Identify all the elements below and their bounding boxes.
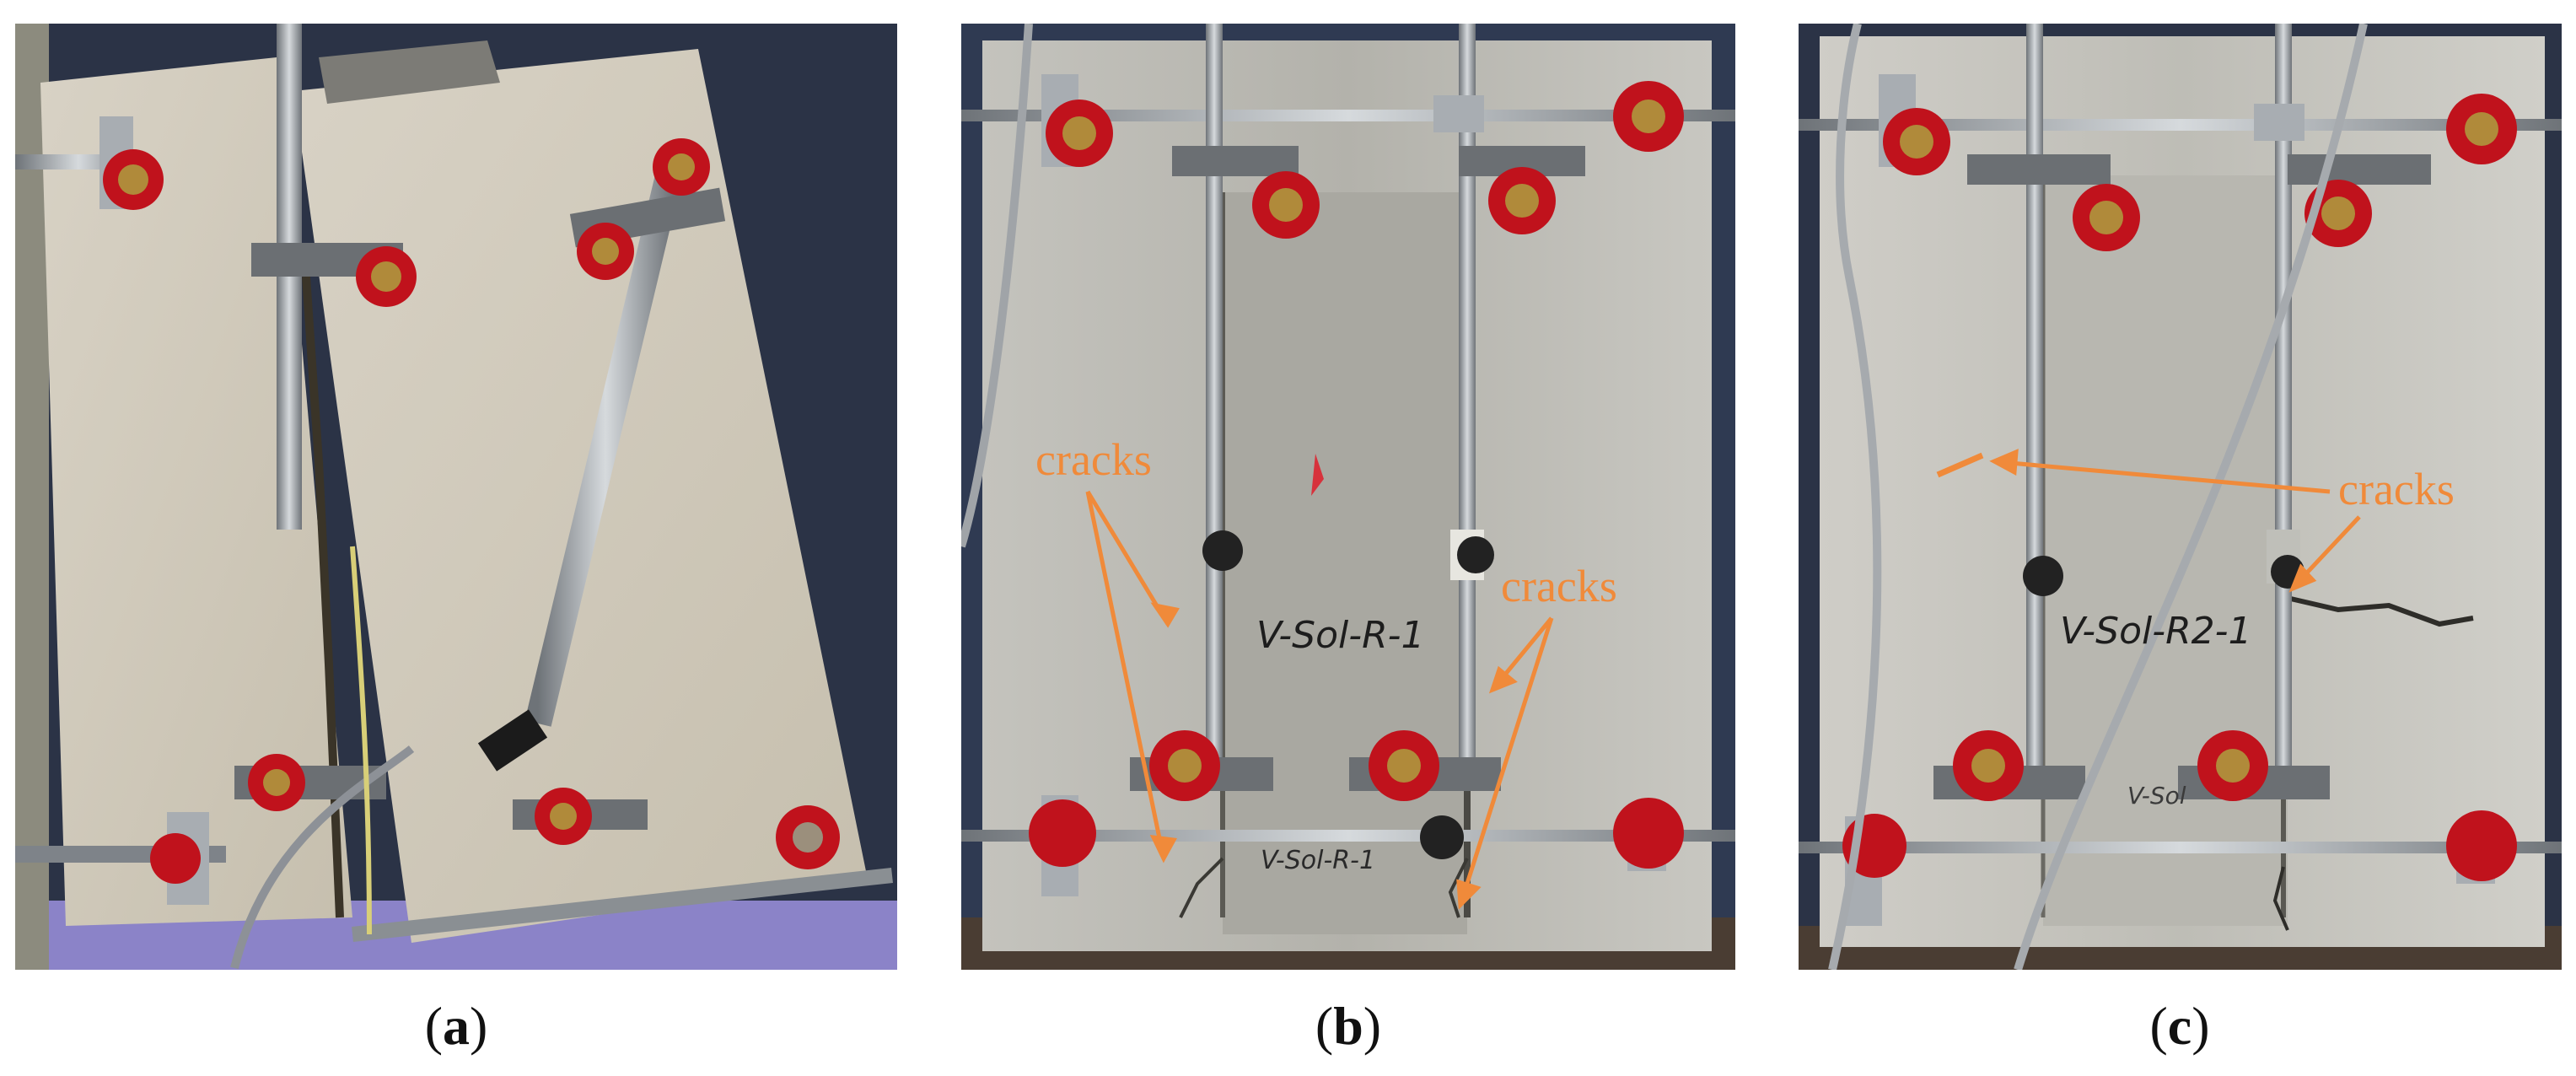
photo-b-svg: V-Sol-R-1 V-Sol-R-1 cracks cracks bbox=[961, 24, 1735, 970]
red-seals bbox=[1029, 81, 1684, 869]
rod-top bbox=[961, 110, 1735, 121]
diagonal-rod bbox=[524, 155, 686, 727]
crack bbox=[1448, 858, 1469, 918]
crack bbox=[1179, 857, 1224, 918]
rod-vertical bbox=[1206, 24, 1223, 766]
cable bbox=[961, 24, 1033, 548]
annotation-cracks: cracks bbox=[2338, 464, 2455, 514]
rod-vertical bbox=[2026, 24, 2043, 766]
annotation-arrows bbox=[1085, 490, 1554, 910]
specimen-label-lower: V-Sol bbox=[2127, 782, 2186, 810]
red-seals bbox=[1842, 94, 2517, 881]
rod-bottom bbox=[1799, 842, 2562, 853]
photo-c-svg: V-Sol-R2-1 V-Sol cracks bbox=[1799, 24, 2562, 970]
bracket bbox=[2288, 154, 2431, 185]
caption-a: (a) bbox=[424, 996, 488, 1056]
specimen-label-lower: V-Sol-R-1 bbox=[1261, 846, 1375, 875]
caption-c: (c) bbox=[2149, 996, 2210, 1056]
clamp bbox=[1433, 95, 1484, 132]
clamp bbox=[2254, 104, 2304, 141]
specimen-label: V-Sol-R2-1 bbox=[2060, 610, 2252, 653]
bracket bbox=[1172, 146, 1299, 176]
sensor-plug bbox=[477, 709, 548, 772]
annotation-arrows bbox=[1989, 449, 2361, 593]
cable bbox=[1828, 24, 1882, 970]
caption-letter: c bbox=[2167, 996, 2192, 1056]
caption-letter: b bbox=[1333, 996, 1363, 1056]
red-seals bbox=[103, 138, 840, 884]
caption-letter: a bbox=[443, 996, 470, 1056]
rod-top bbox=[1799, 119, 2562, 131]
specimen-label: V-Sol-R-1 bbox=[1256, 614, 1425, 657]
annotation-cracks: cracks bbox=[1501, 561, 1617, 611]
knob bbox=[1457, 536, 1494, 573]
middle-section bbox=[1223, 192, 1467, 934]
frame-post bbox=[15, 24, 49, 970]
cable bbox=[230, 745, 415, 970]
caption-b: (b) bbox=[1315, 996, 1382, 1056]
steel-plate bbox=[319, 40, 500, 104]
photo-panel-b: V-Sol-R-1 V-Sol-R-1 cracks cracks bbox=[961, 24, 1735, 970]
crack-highlight bbox=[1936, 452, 1984, 478]
rod-vertical bbox=[1459, 24, 1476, 766]
knob bbox=[1202, 530, 1243, 571]
red-mark bbox=[1311, 454, 1324, 496]
knob bbox=[1420, 815, 1464, 859]
crack bbox=[2283, 594, 2474, 627]
bracket bbox=[1967, 154, 2111, 185]
photo-a-svg bbox=[15, 24, 897, 970]
cable-yellow bbox=[350, 546, 372, 935]
knob bbox=[2023, 556, 2063, 596]
photo-panel-a bbox=[15, 24, 897, 970]
annotation-cracks: cracks bbox=[1035, 434, 1152, 485]
rod-bottom-right bbox=[352, 868, 893, 942]
crack bbox=[2272, 866, 2289, 931]
photo-panel-c: V-Sol-R2-1 V-Sol cracks bbox=[1799, 24, 2562, 970]
cable bbox=[2014, 24, 2368, 970]
